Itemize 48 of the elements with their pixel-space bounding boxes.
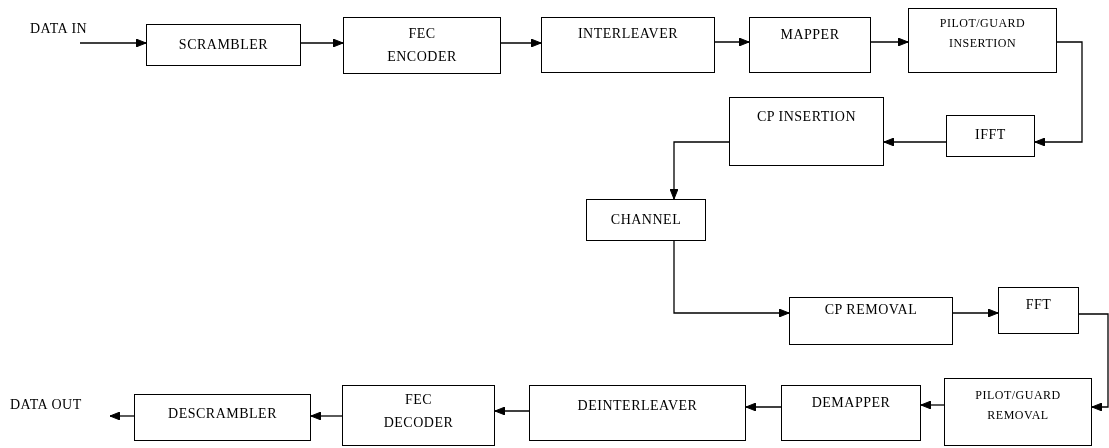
arrow bbox=[952, 308, 999, 318]
process-box bbox=[342, 385, 495, 446]
box-label: INTERLEAVER bbox=[577, 25, 679, 43]
process-box bbox=[146, 24, 301, 66]
arrow bbox=[920, 400, 945, 410]
box-label: DEMAPPER bbox=[811, 394, 891, 412]
box-label: PILOT/GUARD REMOVAL bbox=[974, 387, 1062, 424]
arrow bbox=[714, 37, 750, 47]
process-box bbox=[134, 394, 311, 441]
box-label: MAPPER bbox=[780, 26, 840, 44]
process-box bbox=[541, 17, 715, 73]
box-label: DEINTERLEAVER bbox=[577, 397, 698, 415]
box-label: IFFT bbox=[975, 126, 1006, 144]
box-label: CP REMOVAL bbox=[823, 301, 919, 319]
arrow bbox=[79, 38, 147, 48]
process-box bbox=[789, 297, 953, 345]
io-label: DATA IN bbox=[30, 17, 120, 43]
arrow bbox=[300, 38, 344, 48]
io-label: DATA OUT bbox=[10, 393, 110, 416]
process-box bbox=[586, 199, 706, 241]
arrow bbox=[870, 37, 909, 47]
process-box bbox=[908, 8, 1057, 73]
process-box bbox=[529, 385, 746, 441]
box-label: FFT bbox=[1025, 296, 1052, 314]
box-label: PILOT/GUARD INSERTION bbox=[938, 15, 1027, 52]
process-box bbox=[729, 97, 884, 166]
arrow bbox=[109, 411, 135, 421]
arrow bbox=[669, 141, 730, 200]
process-box bbox=[946, 115, 1035, 157]
box-label: CHANNEL bbox=[610, 211, 682, 229]
arrow bbox=[745, 402, 782, 412]
process-box bbox=[944, 378, 1092, 446]
process-box bbox=[998, 287, 1079, 334]
process-box bbox=[781, 385, 921, 441]
box-label: SCRAMBLER bbox=[178, 36, 269, 54]
box-label: DESCRAMBLER bbox=[168, 405, 277, 423]
process-box bbox=[343, 17, 501, 74]
arrow bbox=[1034, 41, 1083, 147]
box-label: CP INSERTION bbox=[756, 108, 857, 126]
box-label: FEC DECODER bbox=[382, 391, 455, 432]
arrow bbox=[673, 240, 790, 318]
arrow bbox=[310, 411, 343, 421]
process-box bbox=[749, 17, 871, 73]
arrow bbox=[883, 137, 947, 147]
box-label: FEC ENCODER bbox=[386, 25, 458, 66]
arrow bbox=[500, 38, 542, 48]
arrow bbox=[1078, 313, 1109, 412]
arrow bbox=[494, 406, 530, 416]
